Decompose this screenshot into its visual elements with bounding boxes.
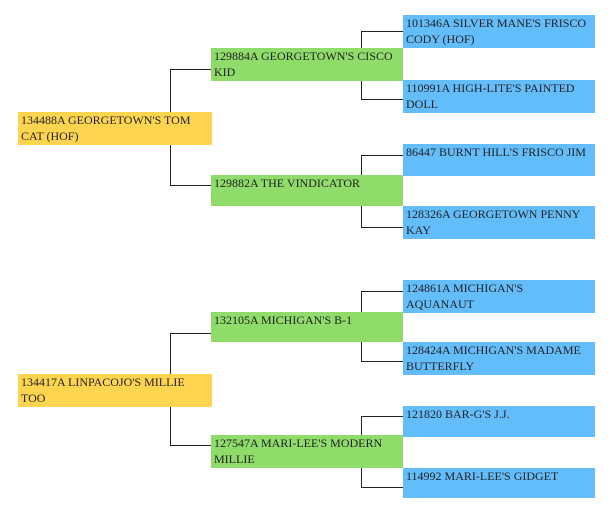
sire-sire-node: 101346A SILVER MANE'S FRISCO CODY (HOF) [403,15,595,48]
connector [361,361,403,362]
connector [170,333,211,334]
connector [361,99,403,100]
sire-node: 129884A GEORGETOWN'S CISCO KID [211,48,403,81]
connector [361,227,403,228]
connector [361,31,403,32]
connector [170,185,211,186]
dam-node: 127547A MARI-LEE'S MODERN MILLIE [211,435,403,468]
dam-node: 129882A THE VINDICATOR [211,175,403,206]
dam-dam-node: 128326A GEORGETOWN PENNY KAY [403,206,595,239]
connector [361,416,403,417]
connector [361,155,403,156]
dam-sire-node: 121820 BAR-G'S J.J. [403,406,595,437]
sire-dam-node: 110991A HIGH-LITE'S PAINTED DOLL [403,80,595,113]
connector [361,291,403,292]
sire-dam-node: 128424A MICHIGAN'S MADAME BUTTERFLY [403,342,595,375]
connector [170,445,211,446]
dam-sire-node: 86447 BURNT HILL'S FRISCO JIM [403,144,595,176]
animal-node: 134488A GEORGETOWN'S TOM CAT (HOF) [18,112,212,145]
dam-dam-node: 114992 MARI-LEE'S GIDGET [403,468,595,498]
animal-node: 134417A LINPACOJO'S MILLIE TOO [18,374,212,407]
connector [361,487,403,488]
connector [170,69,211,70]
sire-sire-node: 124861A MICHIGAN'S AQUANAUT [403,280,595,313]
sire-node: 132105A MICHIGAN'S B-1 [211,312,403,342]
